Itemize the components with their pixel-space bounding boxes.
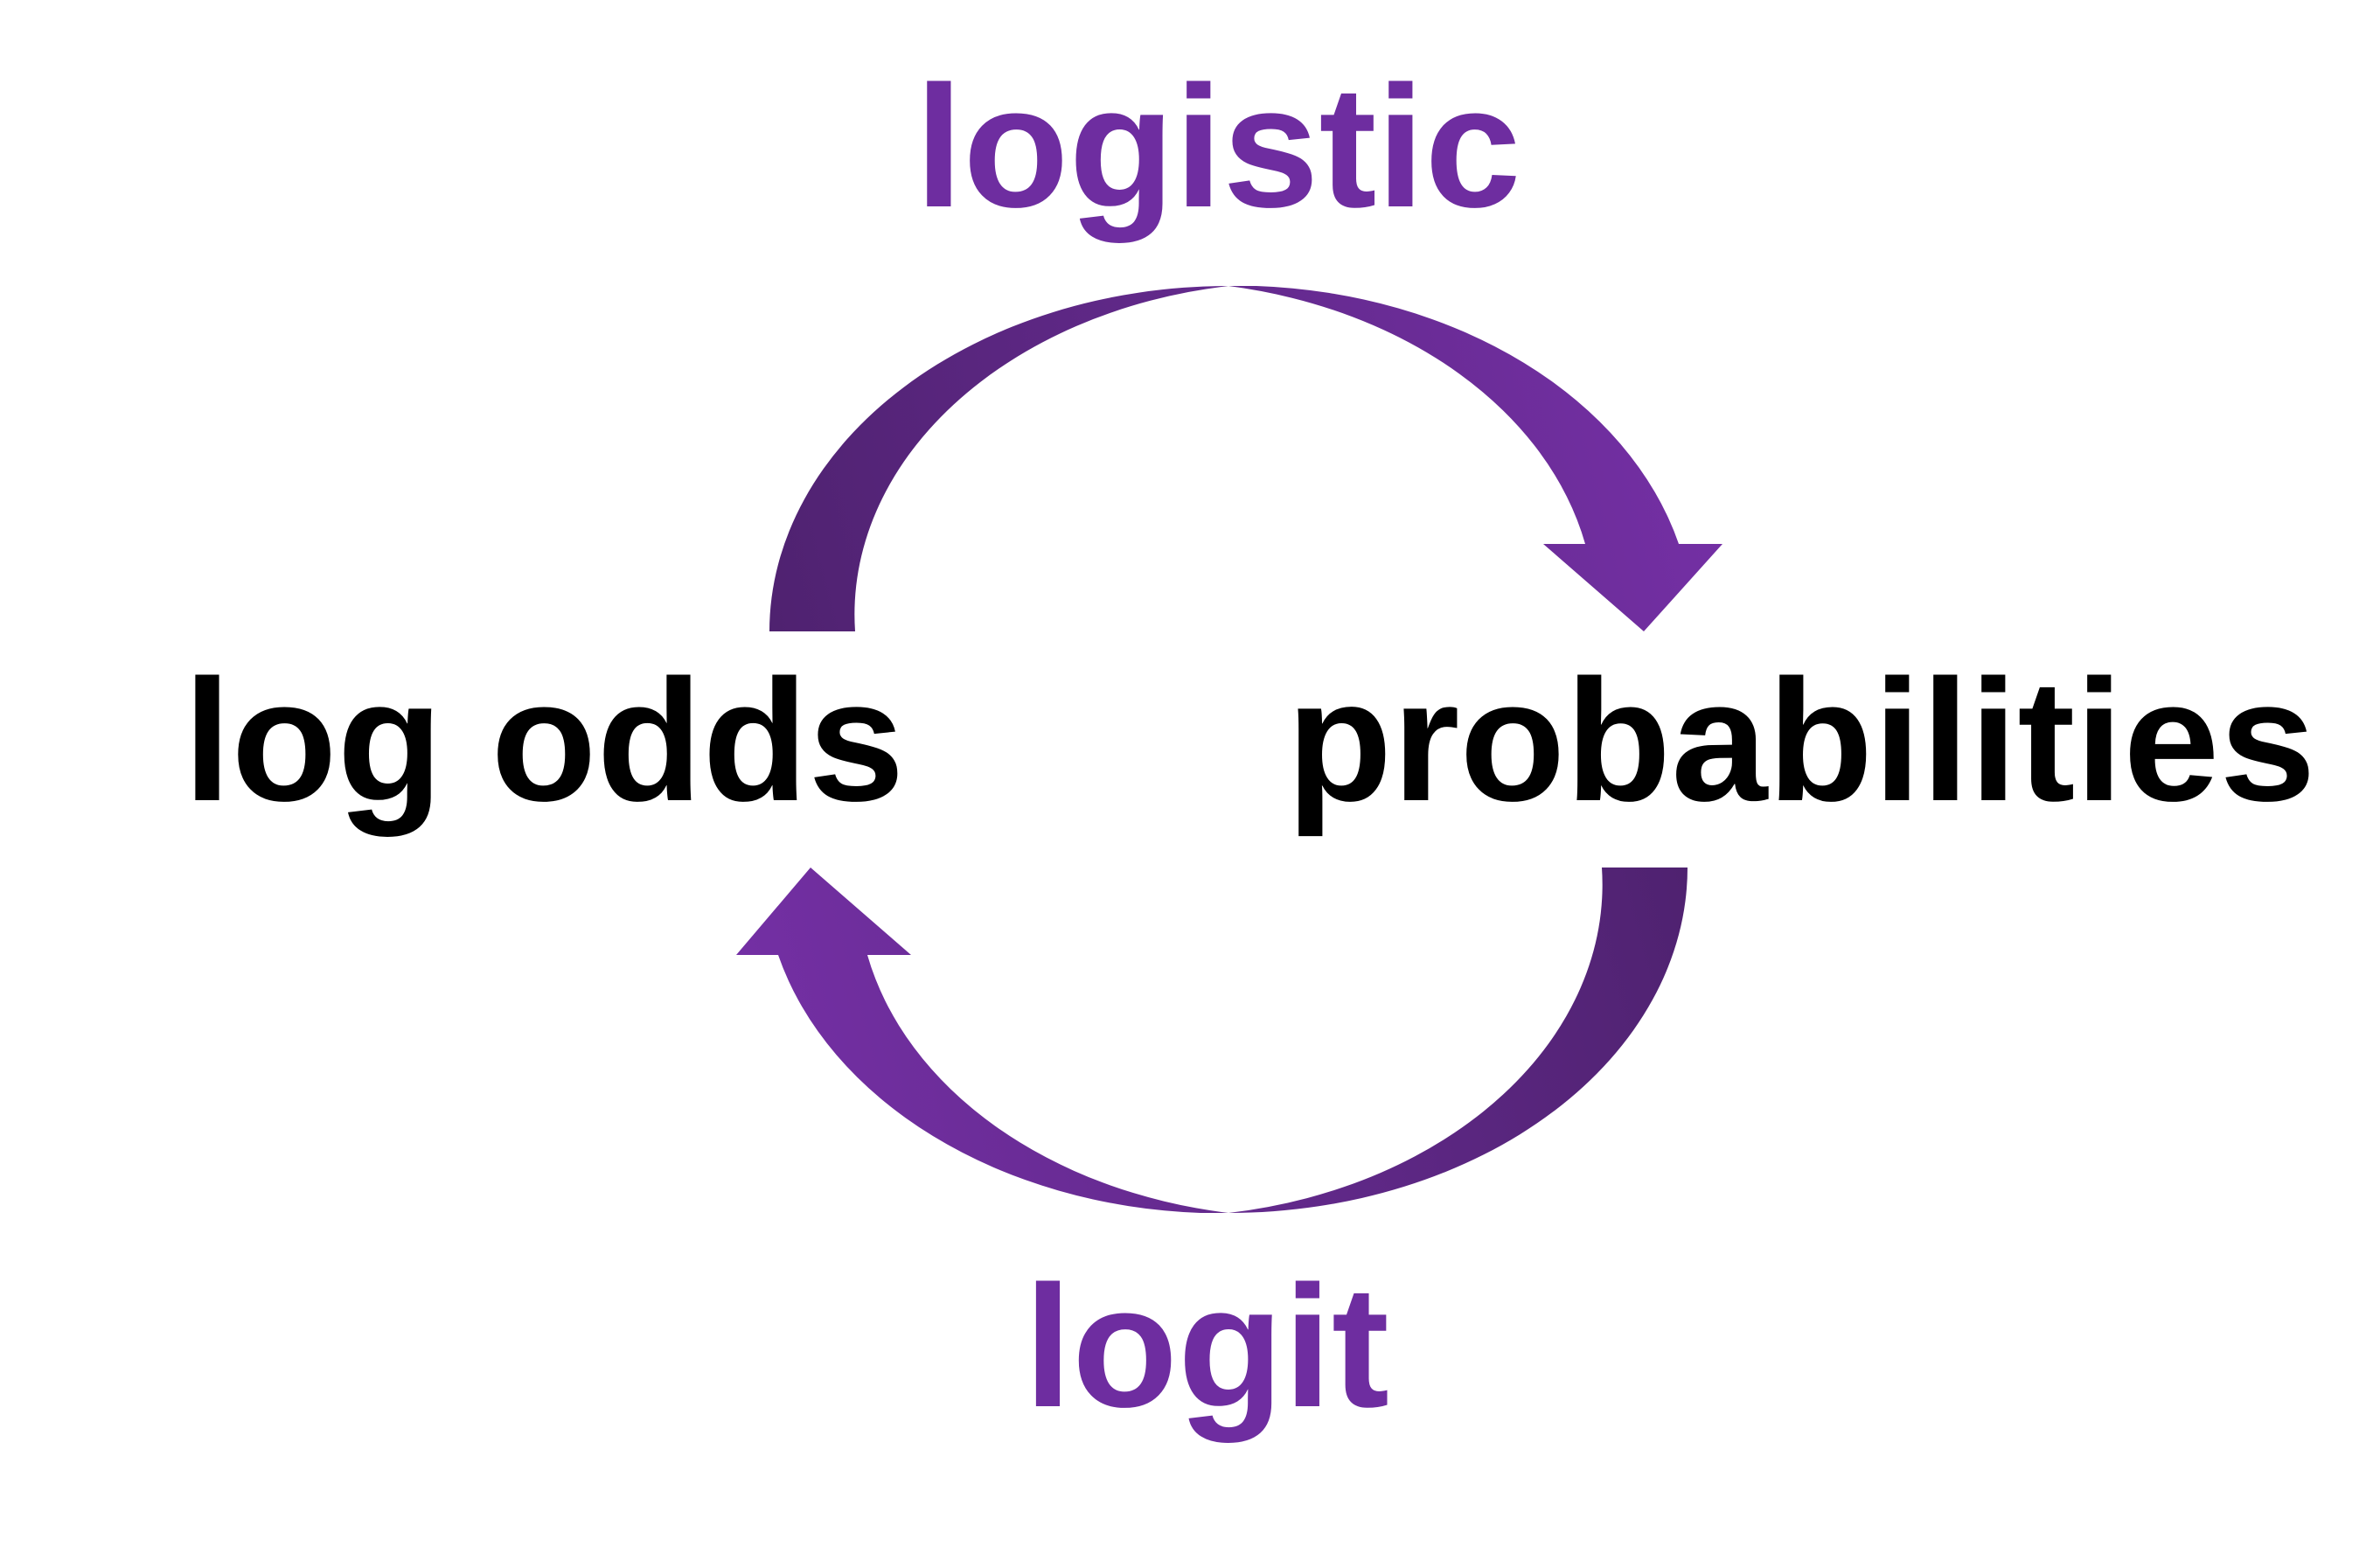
logistic-label: logistic: [915, 50, 1521, 243]
logit-label: logit: [1024, 1250, 1389, 1443]
logit-arrow: [736, 868, 1688, 1213]
log-odds-label: log odds: [184, 644, 905, 837]
probabilities-label: probabilities: [1286, 644, 2315, 837]
logistic-arrow: [769, 286, 1722, 631]
